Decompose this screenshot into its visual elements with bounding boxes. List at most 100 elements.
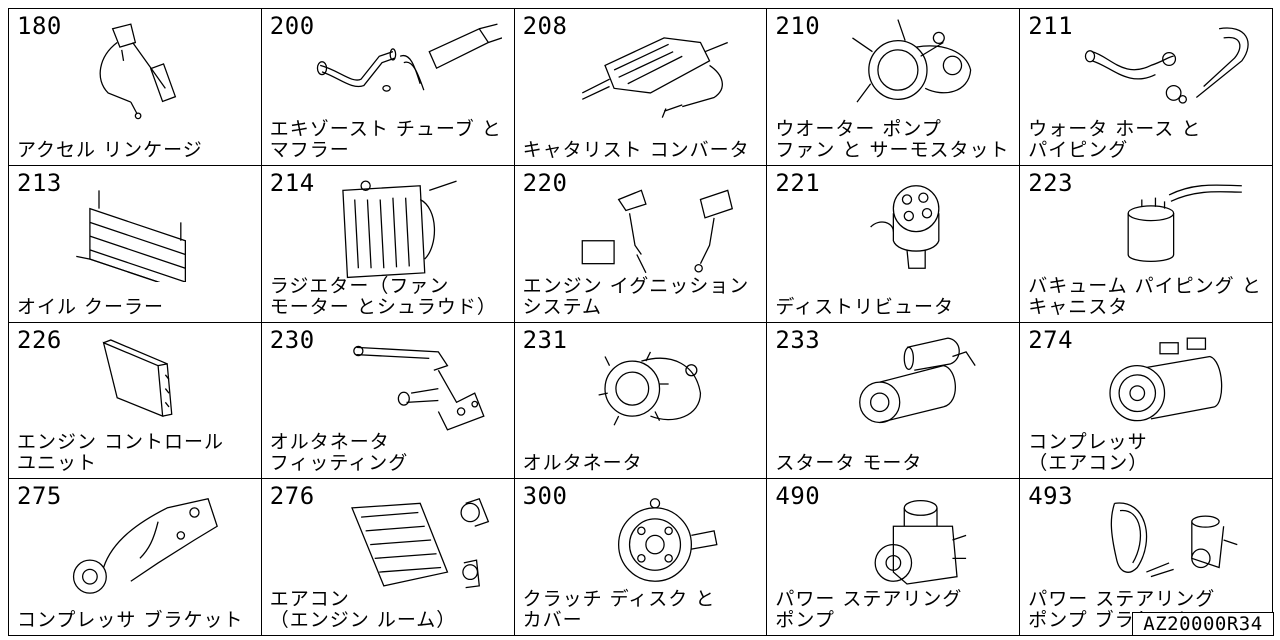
part-label-line: ウオーター ポンプ xyxy=(775,117,942,140)
part-label: コンプレッサ（エアコン） xyxy=(1028,432,1148,474)
part-label: エンジン コントロールユニット xyxy=(17,432,224,474)
part-number: 221 xyxy=(775,168,821,197)
catalog-cell-276[interactable]: 276 エアコン（エンジン ルーム） xyxy=(261,479,515,636)
part-label-line: （エアコン） xyxy=(1028,452,1149,475)
part-label-line: エキゾースト チューブ と xyxy=(269,117,502,140)
part-label-line: パワー ステアリング xyxy=(775,588,963,610)
part-label: スタータ モータ xyxy=(775,453,922,474)
water-pump-icon xyxy=(807,15,1007,125)
catalog-cell-221[interactable]: 221 ディストリビュータ xyxy=(767,165,1021,323)
part-label: エキゾースト チューブ とマフラー xyxy=(269,117,502,161)
part-number: 490 xyxy=(775,482,821,511)
exhaust-muffler-icon xyxy=(302,15,502,125)
part-number: 200 xyxy=(269,12,315,40)
part-number: 220 xyxy=(522,168,568,197)
oil-cooler-icon xyxy=(49,172,249,295)
catalog-cell-233[interactable]: 233 スタータ モータ xyxy=(767,322,1021,480)
distributor-icon xyxy=(807,172,1007,282)
ignition-system-icon xyxy=(555,172,755,282)
part-label-line: オルタネータ xyxy=(522,452,643,475)
part-label: アクセル リンケージ xyxy=(17,138,203,161)
part-label: ディストリビュータ xyxy=(775,295,955,318)
catalog-cell-231[interactable]: 231 オルタネータ xyxy=(514,322,768,480)
part-number: 213 xyxy=(17,168,62,197)
part-label-line: ディストリビュータ xyxy=(775,295,955,318)
part-number: 230 xyxy=(269,325,315,354)
part-number: 210 xyxy=(775,12,821,40)
part-label-line: ファン と サーモスタット xyxy=(775,138,1010,161)
part-number: 274 xyxy=(1028,325,1074,354)
part-label-line: ウォータ ホース と xyxy=(1028,117,1202,140)
power-steering-pump-icon xyxy=(807,485,1007,595)
part-label-line: システム xyxy=(522,295,603,318)
part-label-line: パワー ステアリング xyxy=(1028,588,1216,610)
catalog-cell-180[interactable]: 180 アクセル リンケージ xyxy=(9,9,262,166)
part-label: エアコン（エンジン ルーム） xyxy=(270,589,456,631)
part-label-line: フィッティング xyxy=(269,452,409,475)
catalog-cell-211[interactable]: 211 ウォータ ホース とパイピング xyxy=(1020,9,1273,166)
part-number: 180 xyxy=(17,12,62,40)
vacuum-canister-icon xyxy=(1060,172,1260,282)
part-number: 300 xyxy=(522,482,568,511)
catalog-cell-490[interactable]: 490 パワー ステアリングポンプ xyxy=(767,479,1021,636)
part-label: バキューム パイピング とキャニスタ xyxy=(1028,274,1262,318)
part-label: オルタネータ xyxy=(523,453,643,474)
part-label-line: バキューム パイピング と xyxy=(1028,274,1262,297)
alternator-icon xyxy=(555,329,755,439)
part-number: 233 xyxy=(775,325,821,354)
part-label-line: クラッチ ディスク と xyxy=(522,588,716,610)
part-label: キャタリスト コンバータ xyxy=(522,138,750,161)
catalog-cell-226[interactable]: 226 エンジン コントロールユニット xyxy=(9,322,262,480)
compressor-bracket-icon xyxy=(49,485,249,595)
part-label-line: ラジエター（ファン xyxy=(269,274,450,297)
part-label-line: パイピング xyxy=(1028,138,1129,161)
catalytic-converter-icon xyxy=(555,15,755,125)
pump-bracket-icon xyxy=(1060,485,1260,595)
part-label-line: エンジン イグニッション xyxy=(522,274,750,297)
part-label-line: コンプレッサ xyxy=(1028,431,1148,454)
diagram-code: AZ20000R34 xyxy=(1132,612,1274,636)
part-label-line: キャニスタ xyxy=(1028,295,1129,318)
part-label-line: コンプレッサ ブラケット xyxy=(17,609,244,631)
part-number: 223 xyxy=(1028,168,1074,197)
part-label-line: スタータ モータ xyxy=(775,452,923,475)
clutch-disc-icon xyxy=(555,485,755,595)
catalog-cell-223[interactable]: 223 バキューム パイピング とキャニスタ xyxy=(1020,165,1273,323)
catalog-cell-220[interactable]: 220 エンジン イグニッションシステム xyxy=(514,165,768,323)
part-number: 208 xyxy=(522,12,568,40)
ecu-icon xyxy=(49,329,249,439)
catalog-cell-230[interactable]: 230 オルタネータフィッティング xyxy=(261,322,515,480)
part-number: 226 xyxy=(17,325,62,354)
part-label-line: アクセル リンケージ xyxy=(17,138,203,161)
part-label-line: キャタリスト コンバータ xyxy=(522,138,750,161)
catalog-cell-200[interactable]: 200 エキゾースト チューブ とマフラー xyxy=(261,9,515,166)
part-label-line: カバー xyxy=(522,609,583,631)
part-number: 214 xyxy=(269,168,315,197)
catalog-cell-300[interactable]: 300 クラッチ ディスク とカバー xyxy=(514,479,768,636)
part-label-line: （エンジン ルーム） xyxy=(269,609,457,631)
part-label: ラジエター（ファンモーター とシュラウド） xyxy=(269,274,497,318)
part-label: ウオーター ポンプファン と サーモスタット xyxy=(775,117,1010,161)
part-number: 493 xyxy=(1028,482,1074,511)
part-label-line: ポンプ xyxy=(775,609,835,631)
part-label: コンプレッサ ブラケット xyxy=(17,610,243,631)
part-label-line: ユニット xyxy=(17,452,98,475)
part-label: パワー ステアリングポンプ xyxy=(775,589,962,631)
ac-condenser-icon xyxy=(302,485,502,595)
part-number: 276 xyxy=(269,482,315,511)
catalog-cell-210[interactable]: 210 ウオーター ポンプファン と サーモスタット xyxy=(767,9,1021,166)
part-number: 231 xyxy=(522,325,568,354)
part-label-line: モーター とシュラウド） xyxy=(269,295,497,318)
accelerator-linkage-icon xyxy=(49,15,249,125)
alternator-bracket-icon xyxy=(302,329,502,439)
part-label-line: オイル クーラー xyxy=(17,295,165,318)
catalog-cell-208[interactable]: 208 キャタリスト コンバータ xyxy=(514,9,768,166)
part-label-line: エアコン xyxy=(269,588,350,610)
catalog-cell-274[interactable]: 274 コンプレッサ（エアコン） xyxy=(1020,322,1273,480)
parts-catalog-grid: 180 アクセル リンケージ 200 エキゾースト チューブ とマフラー 208 キャタリ… xyxy=(8,8,1273,636)
part-label-line: オルタネータ xyxy=(269,431,390,454)
catalog-cell-214[interactable]: 214 ラジエター（ファンモーター とシュラウド） xyxy=(261,165,515,323)
catalog-cell-213[interactable]: 213 オイル クーラー xyxy=(9,165,262,323)
part-number: 211 xyxy=(1028,12,1074,40)
